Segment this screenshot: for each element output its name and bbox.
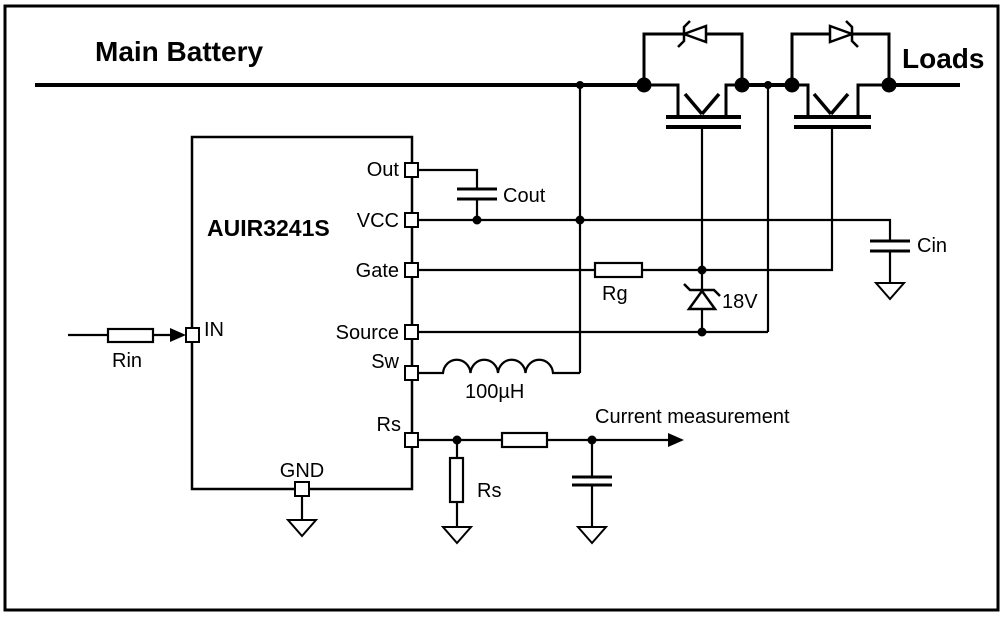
ground-symbol-filter [575,526,609,545]
vcc-wire [418,218,892,283]
label-pin-sw: Sw [371,351,399,373]
label-current-measurement: Current measurement [595,406,790,428]
pin-square-sw [404,365,419,381]
mosfet-2-arrow-icon [812,92,850,116]
ground-symbol-gnd [285,519,319,538]
input-arrow-icon [170,328,186,342]
label-cin: Cin [917,235,947,257]
mosfet-1-arrow-icon [683,92,721,116]
junction-dot [576,81,584,89]
inductor-100uh [418,358,580,375]
label-pin-out: Out [367,159,400,181]
mosfet-1 [642,20,744,270]
pin-square-in [185,327,200,343]
junction-dot [697,327,707,337]
capacitor-cin [870,239,910,253]
junction-dot [784,77,800,93]
ground-symbol-rs [440,526,474,545]
label-pin-in: IN [204,319,224,341]
tvs-loop-1 [642,32,744,85]
tvs-zener-bar-2-icon [845,20,859,48]
mosfet-1-channel-bars [666,115,741,129]
tvs-loop-2 [790,32,891,85]
pin-square-gate [404,262,419,278]
label-rin: Rin [112,350,142,372]
tvs-zener-triangle-2-icon [828,24,856,44]
capacitor-filter [572,475,612,487]
pin-square-out [404,162,419,178]
label-cout: Cout [503,185,546,207]
pin-square-rs [404,432,419,448]
junction-dot [636,77,652,93]
label-rs-sense: Rs [477,480,501,502]
resistor-filter [500,431,549,449]
figure-border [3,4,1000,612]
label-loads: Loads [902,43,984,74]
ground-symbol-cin [873,282,907,301]
ic-box [190,135,414,491]
label-main-battery: Main Battery [95,36,263,67]
current-measurement-arrow-icon [668,433,684,447]
zener-triangle-icon [686,288,718,311]
label-inductor: 100µH [465,381,524,403]
pin-square-vcc [404,212,419,228]
label-18v: 18V [722,291,758,313]
pin-square-source [404,324,419,340]
capacitor-cout [457,187,497,201]
resistor-rin [106,327,155,344]
resistor-rg [593,261,644,279]
junction-dot [587,435,597,445]
tvs-zener-triangle-1-icon [680,24,708,44]
mosfet-2-channel-bars [794,115,871,129]
label-pin-source: Source [336,322,399,344]
junction-dot [472,215,482,225]
junction-dot [575,215,585,225]
junction-dot [764,81,772,89]
label-pin-gnd: GND [280,460,324,482]
resistor-rs-sense [448,456,465,504]
junction-dot [452,435,462,445]
pin-square-gnd [294,481,310,497]
junction-dot [881,77,897,93]
junction-dot [697,265,707,275]
label-pin-rs: Rs [377,414,401,436]
label-ic-name: AUIR3241S [207,215,330,241]
label-pin-vcc: VCC [357,210,399,232]
label-pin-gate: Gate [356,260,399,282]
junction-dot [734,77,750,93]
label-rg: Rg [602,283,628,305]
